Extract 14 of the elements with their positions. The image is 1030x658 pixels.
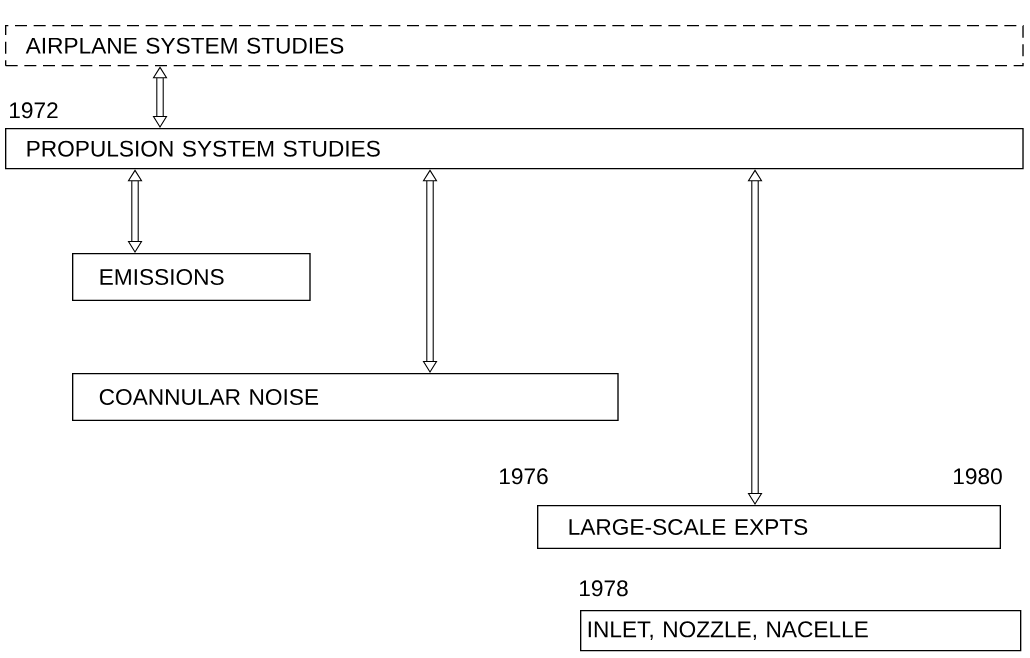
double-arrow <box>747 169 763 505</box>
process-box: EMISSIONS <box>72 253 311 301</box>
process-box: LARGE-SCALE EXPTS <box>537 505 1001 549</box>
double-arrow <box>422 169 438 373</box>
process-box: COANNULAR NOISE <box>72 373 619 421</box>
process-box: AIRPLANE SYSTEM STUDIES <box>5 25 1024 67</box>
year-label: 1976 <box>500 468 548 485</box>
double-arrow <box>152 66 168 128</box>
double-arrow <box>127 169 143 253</box>
process-box: INLET, NOZZLE, NACELLE <box>580 610 1022 652</box>
year-label: 1978 <box>580 580 628 597</box>
year-label: 1972 <box>10 102 58 119</box>
year-label: 1980 <box>954 468 1002 485</box>
process-box: PROPULSION SYSTEM STUDIES <box>5 128 1024 170</box>
